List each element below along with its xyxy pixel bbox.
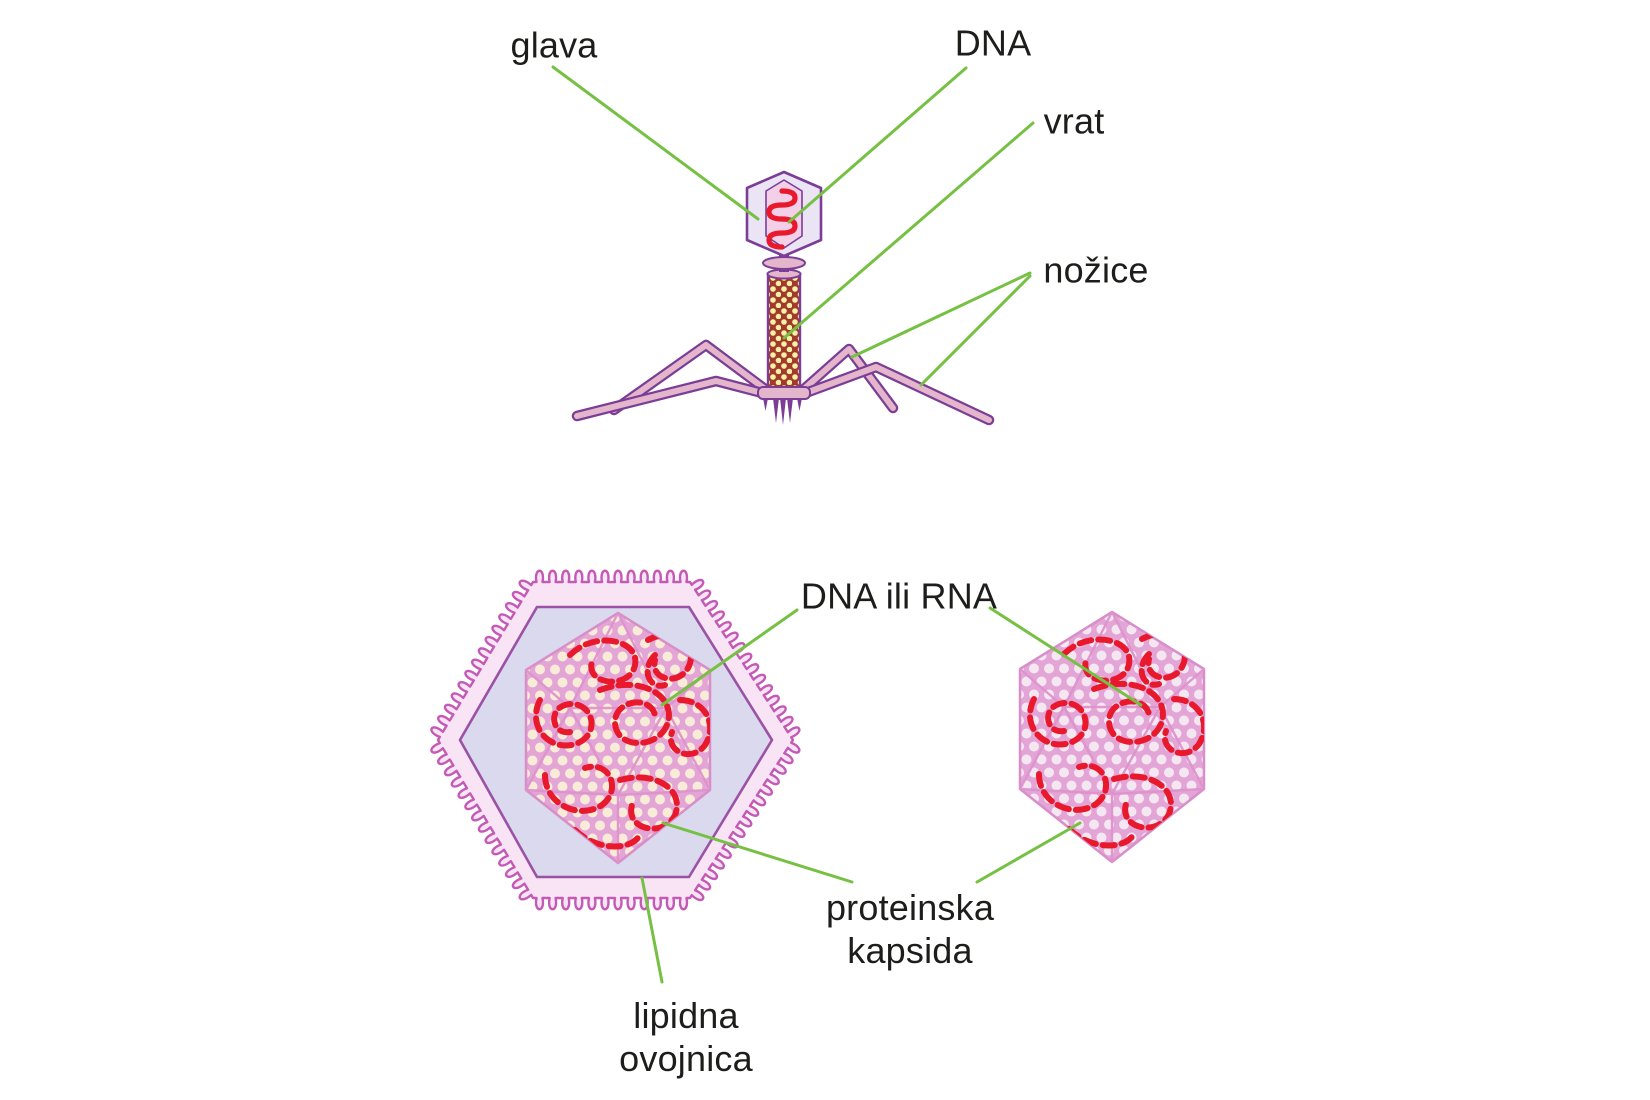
leader-nozice-2 xyxy=(919,274,1032,387)
phage-tail-sheath xyxy=(766,272,802,391)
leader-dna-rna-left xyxy=(660,608,799,707)
leader-lines xyxy=(551,65,1143,984)
label-nozice: nožice xyxy=(1043,249,1149,291)
naked-virus xyxy=(1018,610,1206,864)
leader-lipidna xyxy=(640,876,664,984)
label-dna: DNA xyxy=(954,22,1032,64)
label-lipidna-ovojnica-line1: lipidna xyxy=(633,994,739,1036)
leader-kapsida-left xyxy=(661,821,854,884)
phage-collar xyxy=(762,256,806,270)
leader-nozice-1 xyxy=(850,271,1032,359)
phage-dna-coil xyxy=(766,188,798,250)
label-proteinska-kapsida: proteinska kapsida xyxy=(826,886,994,972)
label-dna-ili-rna: DNA ili RNA xyxy=(800,575,998,617)
label-proteinska-kapsida-line1: proteinska xyxy=(825,886,995,928)
leader-kapsida-right xyxy=(975,821,1082,884)
leader-glava xyxy=(551,65,760,221)
label-vrat: vrat xyxy=(1043,100,1105,142)
enveloped-virus xyxy=(430,569,801,911)
phage-base-plate xyxy=(757,386,811,400)
bacteriophage xyxy=(571,170,995,426)
label-lipidna-ovojnica-line2: ovojnica xyxy=(619,1038,753,1079)
phage-front-legs xyxy=(571,361,995,426)
leader-dna-rna-right xyxy=(988,606,1143,707)
leader-dna xyxy=(787,66,968,224)
label-proteinska-kapsida-line2: kapsida xyxy=(847,930,973,971)
label-lipidna-ovojnica: lipidna ovojnica xyxy=(619,994,753,1080)
label-glava: glava xyxy=(510,24,598,66)
phage-rear-legs xyxy=(608,339,899,416)
phage-tail-spikes xyxy=(763,398,802,425)
leader-vrat xyxy=(782,121,1035,340)
